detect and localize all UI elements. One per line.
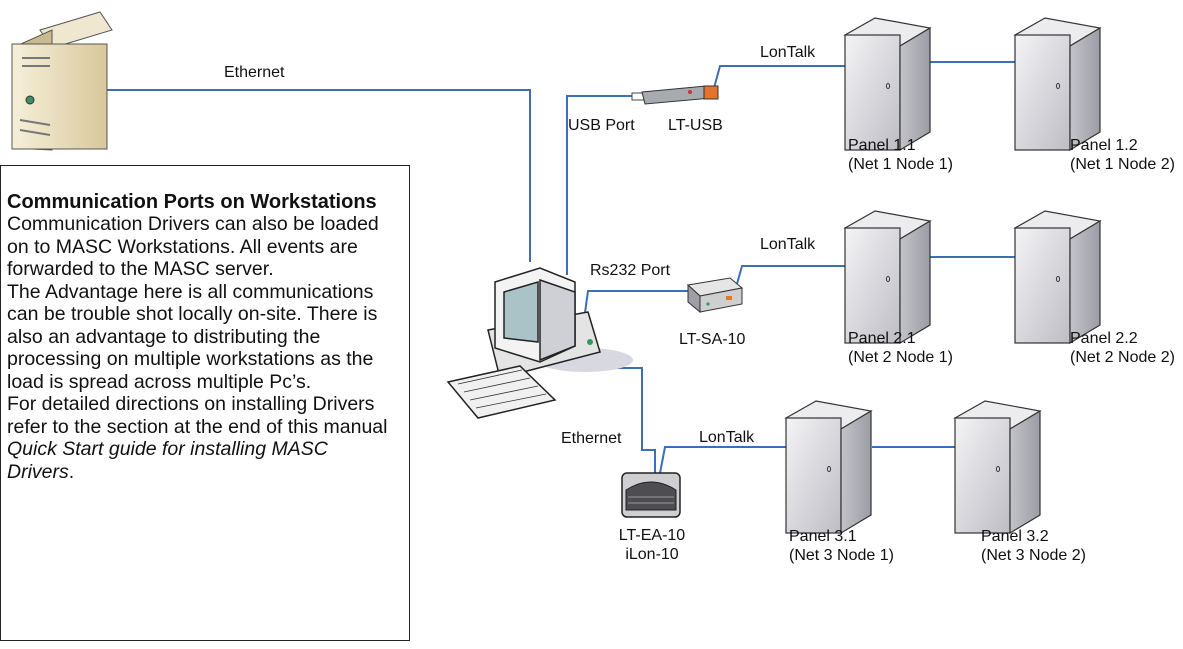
panel-3-2-cabinet-icon [953, 400, 1042, 535]
panel-address: (Net 3 Node 1) [789, 547, 894, 564]
lt-ea-10-adapter-icon [621, 472, 681, 518]
panel-2-2-caption: Panel 2.2 (Net 2 Node 2) [1070, 329, 1175, 367]
panel-1-1-cabinet-icon [843, 17, 932, 152]
ethernet-server-wire [105, 89, 531, 262]
info-paragraph-3: For detailed directions on installing Dr… [7, 393, 399, 483]
info-paragraph-2: The Advantage here is all communications… [7, 280, 378, 393]
ilon-10-label: iLon-10 [625, 546, 679, 563]
usb-port-label: USB Port [568, 117, 635, 134]
lt-ea-10-label: LT-EA-10 [618, 527, 686, 544]
lt-sa-10-label: LT-SA-10 [679, 331, 746, 348]
panel-3-1-cabinet-icon [784, 400, 873, 535]
info-text-box: Communication Ports on Workstations Comm… [0, 165, 410, 641]
panel-2-2-cabinet-icon [1013, 210, 1102, 345]
info-paragraph-3-text: For detailed directions on installing Dr… [7, 393, 388, 438]
panel-address: (Net 1 Node 1) [848, 156, 953, 173]
panel-1-2-caption: Panel 1.2 (Net 1 Node 2) [1070, 136, 1175, 174]
usb-wire [566, 95, 642, 275]
info-paragraph-1: Communication Drivers can also be loaded… [7, 213, 379, 280]
lontalk-3-label: LonTalk [699, 429, 755, 446]
panel-name: Panel 1.1 [848, 137, 916, 154]
rs232-port-label: Rs232 Port [590, 262, 671, 279]
quick-start-guide-reference: Quick Start guide for installing MASC Dr… [7, 438, 328, 483]
panel-address: (Net 2 Node 2) [1070, 349, 1175, 366]
info-paragraph-3-end: . [68, 460, 75, 483]
panel-address: (Net 2 Node 1) [848, 349, 953, 366]
panel-1-2-cabinet-icon [1013, 17, 1102, 152]
panel-3-1-caption: Panel 3.1 (Net 3 Node 1) [789, 527, 894, 565]
connection-wires [105, 61, 1015, 474]
lt-usb-adapter-icon [631, 85, 719, 105]
ethernet-ilon-wire [592, 367, 656, 473]
panel-2-1-caption: Panel 2.1 (Net 2 Node 1) [848, 329, 953, 367]
panel-2-1-cabinet-icon [843, 210, 932, 345]
rs232-wire [583, 290, 690, 321]
server-icon [11, 11, 113, 151]
panel-1-1-caption: Panel 1.1 (Net 1 Node 1) [848, 136, 953, 174]
workstation-computer-icon [446, 267, 633, 419]
panel-name: Panel 3.2 [981, 528, 1049, 545]
info-title: Communication Ports on Workstations [7, 191, 377, 213]
panel-name: Panel 3.1 [789, 528, 857, 545]
panel-name: Panel 2.1 [848, 330, 916, 347]
lontalk-3-wire [659, 446, 786, 474]
lt-sa-10-adapter-icon [686, 277, 744, 314]
ethernet-top-label: Ethernet [224, 64, 285, 81]
lontalk-2-label: LonTalk [760, 236, 816, 253]
lontalk-1-wire [713, 65, 845, 89]
panel-address: (Net 1 Node 2) [1070, 156, 1175, 173]
panel-name: Panel 2.2 [1070, 330, 1138, 347]
lontalk-2-wire [734, 265, 845, 292]
panel-address: (Net 3 Node 2) [981, 547, 1086, 564]
lontalk-1-label: LonTalk [760, 44, 816, 61]
panel-3-2-caption: Panel 3.2 (Net 3 Node 2) [981, 527, 1086, 565]
lt-usb-label: LT-USB [668, 117, 723, 134]
panel-name: Panel 1.2 [1070, 137, 1138, 154]
ethernet-bottom-label: Ethernet [561, 430, 622, 447]
